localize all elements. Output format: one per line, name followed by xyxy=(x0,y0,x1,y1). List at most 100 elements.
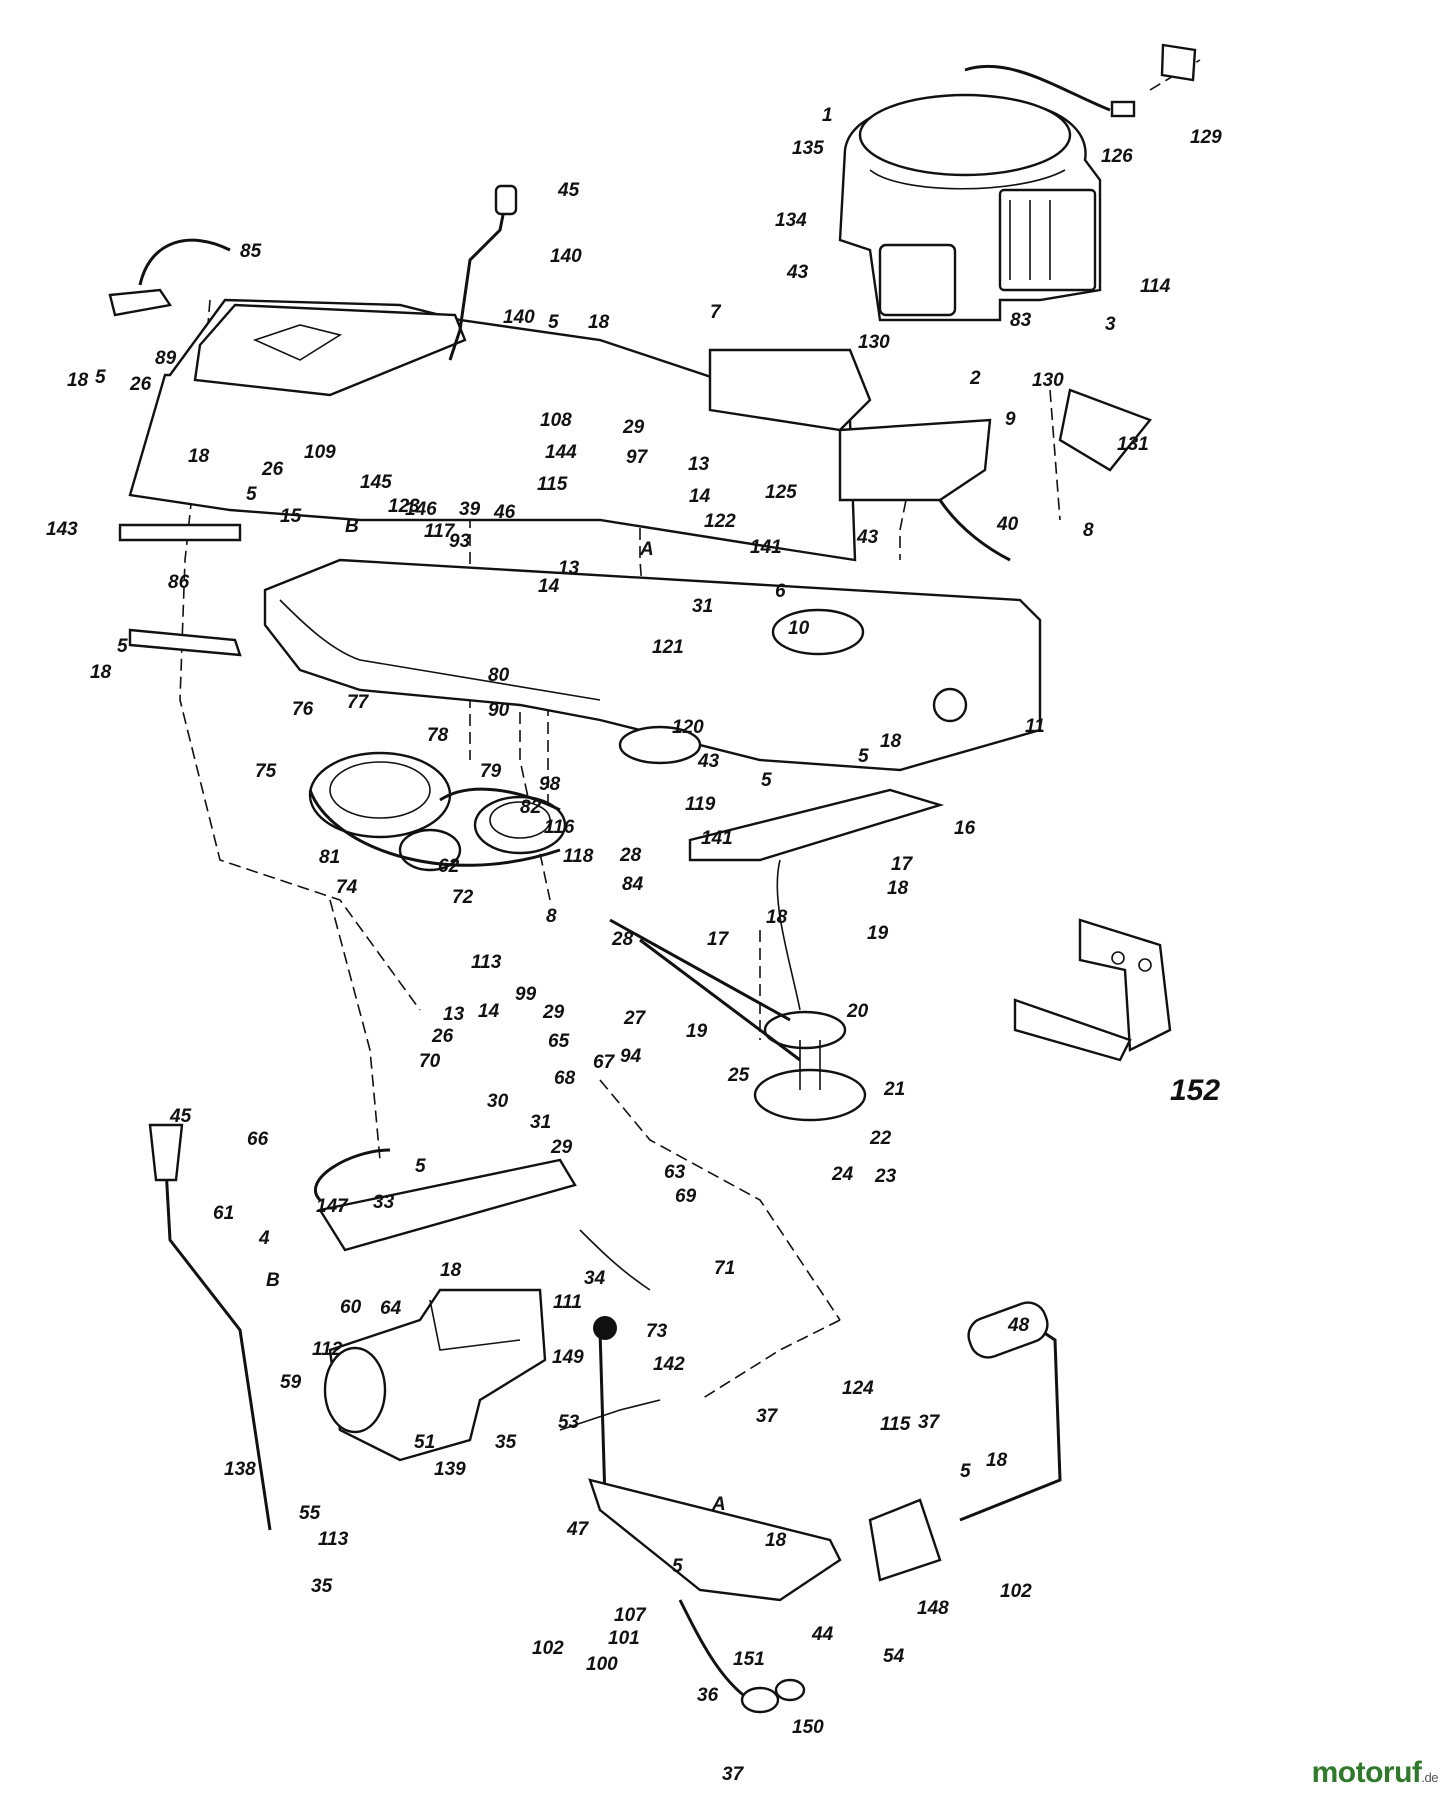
part-label: 55 xyxy=(299,1503,321,1524)
part-label: 139 xyxy=(434,1459,466,1480)
part-label: 150 xyxy=(792,1717,824,1738)
part-label: 60 xyxy=(340,1297,362,1318)
part-label: 5 xyxy=(858,746,869,767)
part-label: 17 xyxy=(707,929,730,950)
part-label: 31 xyxy=(530,1112,551,1133)
part-label: 107 xyxy=(614,1605,647,1626)
part-label: 13 xyxy=(688,454,710,475)
part-label: 5 xyxy=(415,1156,426,1177)
part-label: 5 xyxy=(246,484,257,505)
part-label: 27 xyxy=(623,1008,647,1029)
part-label: 101 xyxy=(608,1628,640,1649)
part-label: 63 xyxy=(664,1162,686,1183)
transmission xyxy=(313,1148,942,1714)
part-label: 125 xyxy=(765,482,797,503)
part-label: 68 xyxy=(554,1068,576,1089)
part-label: 28 xyxy=(611,929,634,950)
part-label: 13 xyxy=(443,1004,465,1025)
part-label: 109 xyxy=(304,442,336,463)
part-label: 22 xyxy=(869,1128,892,1149)
part-label: 35 xyxy=(495,1432,517,1453)
part-label: 48 xyxy=(1007,1315,1030,1336)
part-label: 149 xyxy=(552,1347,584,1368)
part-label: 34 xyxy=(584,1268,606,1289)
part-label: 11 xyxy=(1025,716,1045,737)
part-label: 113 xyxy=(471,952,502,973)
part-label: 18 xyxy=(67,370,89,391)
part-label: 5 xyxy=(672,1556,683,1577)
part-label: 117 xyxy=(424,521,456,542)
part-label: 45 xyxy=(557,180,580,201)
part-label: 6 xyxy=(775,581,786,602)
part-label: 115 xyxy=(537,474,568,495)
part-label: 43 xyxy=(856,527,879,548)
part-label: 142 xyxy=(653,1354,685,1375)
part-label: 26 xyxy=(431,1026,454,1047)
drive-pulleys xyxy=(308,725,867,1122)
part-label: 31 xyxy=(692,596,713,617)
part-label: 79 xyxy=(480,761,502,782)
part-label: 53 xyxy=(558,1412,580,1433)
part-label: A xyxy=(639,539,654,560)
part-label: 111 xyxy=(553,1292,582,1313)
part-label: 20 xyxy=(846,1001,869,1022)
part-label: 43 xyxy=(697,751,720,772)
part-label: 4 xyxy=(258,1228,270,1249)
part-label: 124 xyxy=(842,1378,874,1399)
part-label: 84 xyxy=(622,874,644,895)
part-label: 33 xyxy=(373,1192,395,1213)
part-label: 120 xyxy=(672,717,704,738)
part-label: 18 xyxy=(440,1260,462,1281)
part-label: 73 xyxy=(646,1321,668,1342)
part-label: 21 xyxy=(883,1079,905,1100)
part-label: 5 xyxy=(960,1461,971,1482)
part-label: 26 xyxy=(129,374,152,395)
part-label: 18 xyxy=(188,446,210,467)
part-label: 89 xyxy=(155,348,177,369)
part-label: 18 xyxy=(766,907,788,928)
part-label: 102 xyxy=(532,1638,564,1659)
part-label: 70 xyxy=(419,1051,441,1072)
part-label: 44 xyxy=(811,1624,834,1645)
part-label: 112 xyxy=(312,1339,343,1360)
part-label: 77 xyxy=(347,692,370,713)
part-label: 81 xyxy=(319,847,340,868)
part-label: 23 xyxy=(874,1166,897,1187)
part-label: 36 xyxy=(697,1685,719,1706)
part-label: 80 xyxy=(488,665,510,686)
part-label: 108 xyxy=(540,410,572,431)
part-label: 130 xyxy=(858,332,890,353)
part-label: 146 xyxy=(405,499,437,520)
part-label: 143 xyxy=(46,519,78,540)
part-label: 2 xyxy=(969,368,981,389)
part-label: 8 xyxy=(546,906,557,927)
part-label: 15 xyxy=(280,506,302,527)
part-label: 82 xyxy=(520,797,542,818)
part-label: 14 xyxy=(478,1001,500,1022)
brackets xyxy=(108,238,1172,1062)
part-label: 71 xyxy=(714,1258,735,1279)
part-label: 100 xyxy=(586,1654,618,1675)
part-label: 25 xyxy=(727,1065,750,1086)
part-label: 152 xyxy=(1170,1074,1220,1107)
part-label: 75 xyxy=(255,761,277,782)
part-label: 135 xyxy=(792,138,824,159)
chassis-frame xyxy=(128,298,1152,772)
part-label: 141 xyxy=(701,828,733,849)
part-label: 121 xyxy=(652,637,684,658)
part-label: 24 xyxy=(831,1164,854,1185)
part-label: 5 xyxy=(761,770,772,791)
part-label: 86 xyxy=(168,572,190,593)
part-label: 83 xyxy=(1010,310,1032,331)
part-label: 39 xyxy=(459,499,481,520)
part-label: 140 xyxy=(503,307,535,328)
part-label: 16 xyxy=(954,818,976,839)
part-label: 65 xyxy=(548,1031,570,1052)
part-label: 46 xyxy=(493,502,516,523)
part-label: 102 xyxy=(1000,1581,1032,1602)
part-label: 28 xyxy=(619,845,642,866)
part-label: 18 xyxy=(588,312,610,333)
part-label: 69 xyxy=(675,1186,697,1207)
